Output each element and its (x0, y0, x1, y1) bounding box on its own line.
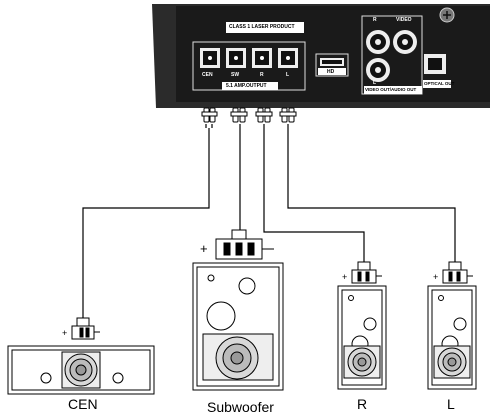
player-plugs (201, 107, 297, 123)
speaker-caption-r: R (357, 396, 368, 412)
amp-port-cen-label: CEN (202, 72, 213, 78)
svg-text:+: + (62, 328, 67, 338)
svg-text:+: + (200, 241, 208, 256)
plug-icon (255, 107, 273, 123)
amp-port-r (252, 48, 272, 68)
video-audio-out-block (361, 15, 423, 95)
terminal-cen: + (62, 317, 100, 340)
amp-port-r-label: R (260, 72, 264, 78)
cable-l (287, 124, 456, 262)
right-speaker (337, 285, 387, 390)
amp-port-sw (226, 48, 246, 68)
rca-l-label: L (373, 80, 377, 86)
laser-product-label: CLASS 1 LASER PRODUCT (229, 24, 295, 30)
player-back-panel (152, 4, 490, 108)
amp-port-l-label: L (286, 72, 290, 78)
speaker-cables (82, 124, 456, 318)
rca-video-label: VIDEO (396, 17, 412, 23)
terminal-r: + (342, 261, 382, 284)
laser-label-box (226, 22, 304, 33)
svg-text:+: + (342, 272, 347, 282)
rca-r-label: R (373, 17, 377, 23)
terminal-subwoofer: + (200, 229, 274, 260)
cable-cen (82, 128, 210, 318)
plug-icon (201, 107, 218, 123)
speaker-caption-l: L (447, 396, 455, 412)
svg-text:+: + (433, 272, 438, 282)
plug-icon (230, 107, 248, 123)
left-speaker (427, 285, 477, 390)
subwoofer-speaker (192, 262, 284, 391)
hd-port (315, 53, 349, 77)
amp-port-sw-label: SW (231, 72, 240, 78)
center-speaker (7, 345, 155, 395)
speaker-terminals: + + + + (62, 229, 473, 340)
plug-icon (279, 107, 297, 123)
video-out-audio-out-label: VIDEO OUT/AUDIO OUT (365, 87, 417, 92)
amp-output-label: 5.1 AMP.OUTPUT (226, 83, 267, 89)
hd-label: HD (327, 69, 335, 75)
speaker-caption-cen: CEN (68, 396, 98, 412)
amp-port-cen (200, 48, 220, 68)
amp-port-l (278, 48, 298, 68)
optical-out-port (423, 54, 451, 88)
cable-r (263, 124, 365, 262)
optical-out-label: OPTICAL OUT (424, 81, 455, 86)
speaker-caption-subwoofer: Subwoofer (207, 399, 274, 415)
terminal-l: + (433, 261, 473, 284)
